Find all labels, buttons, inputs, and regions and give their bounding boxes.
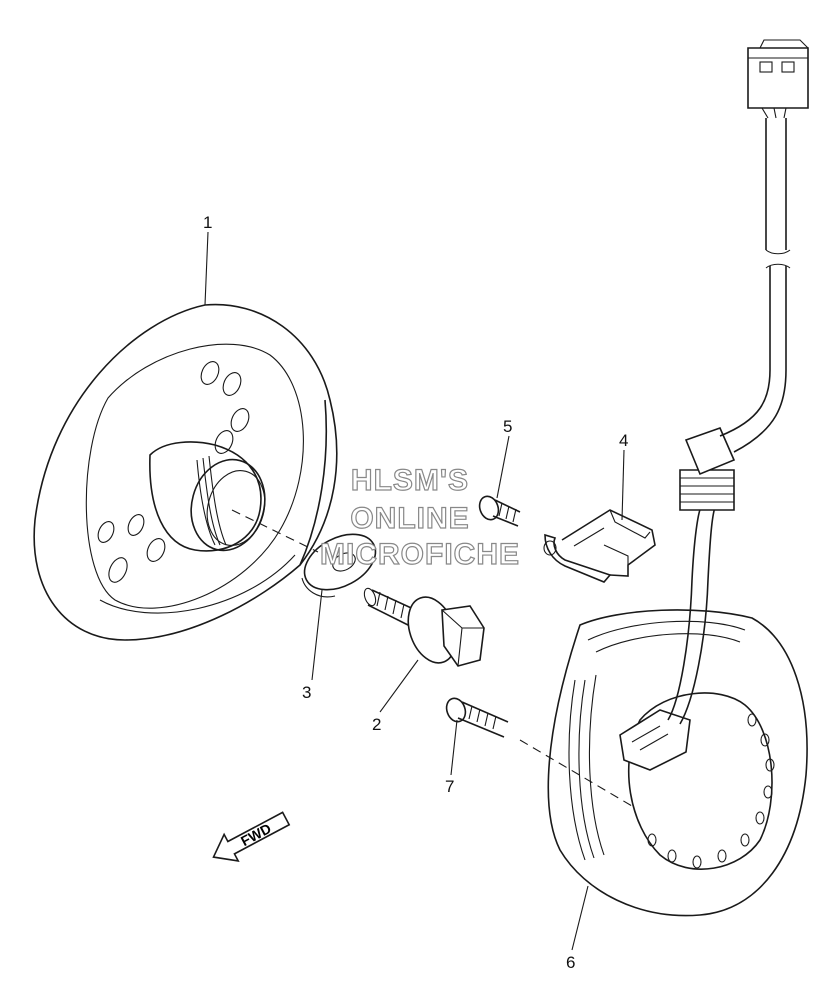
- callout-6: 6: [566, 953, 576, 972]
- part-stator-assembly: [547, 39, 809, 917]
- part-rotor-assembly: [33, 303, 338, 641]
- alignment-lines: [231, 509, 633, 807]
- harness-clamp: [679, 426, 736, 511]
- callout-1: 1: [203, 213, 213, 232]
- watermark-line-3: MICROFICHE: [319, 538, 520, 571]
- leader-lines: [204, 231, 625, 951]
- fwd-label: FWD: [238, 820, 274, 849]
- part-screw-5: [478, 495, 521, 527]
- callout-7: 7: [445, 777, 455, 796]
- part-flange-bolt: [363, 587, 485, 667]
- connector-plug: [747, 39, 809, 119]
- part-bracket: [543, 509, 656, 583]
- part-screw-7: [445, 697, 509, 738]
- watermark-line-2: ONLINE: [350, 502, 470, 535]
- forward-direction-arrow: FWD: [212, 811, 291, 862]
- part-washer: [301, 533, 377, 598]
- callout-4: 4: [619, 431, 629, 450]
- callout-3: 3: [302, 683, 312, 702]
- watermark-line-1: HLSM'S: [350, 464, 470, 497]
- callout-5: 5: [503, 417, 513, 436]
- callout-2: 2: [372, 715, 382, 734]
